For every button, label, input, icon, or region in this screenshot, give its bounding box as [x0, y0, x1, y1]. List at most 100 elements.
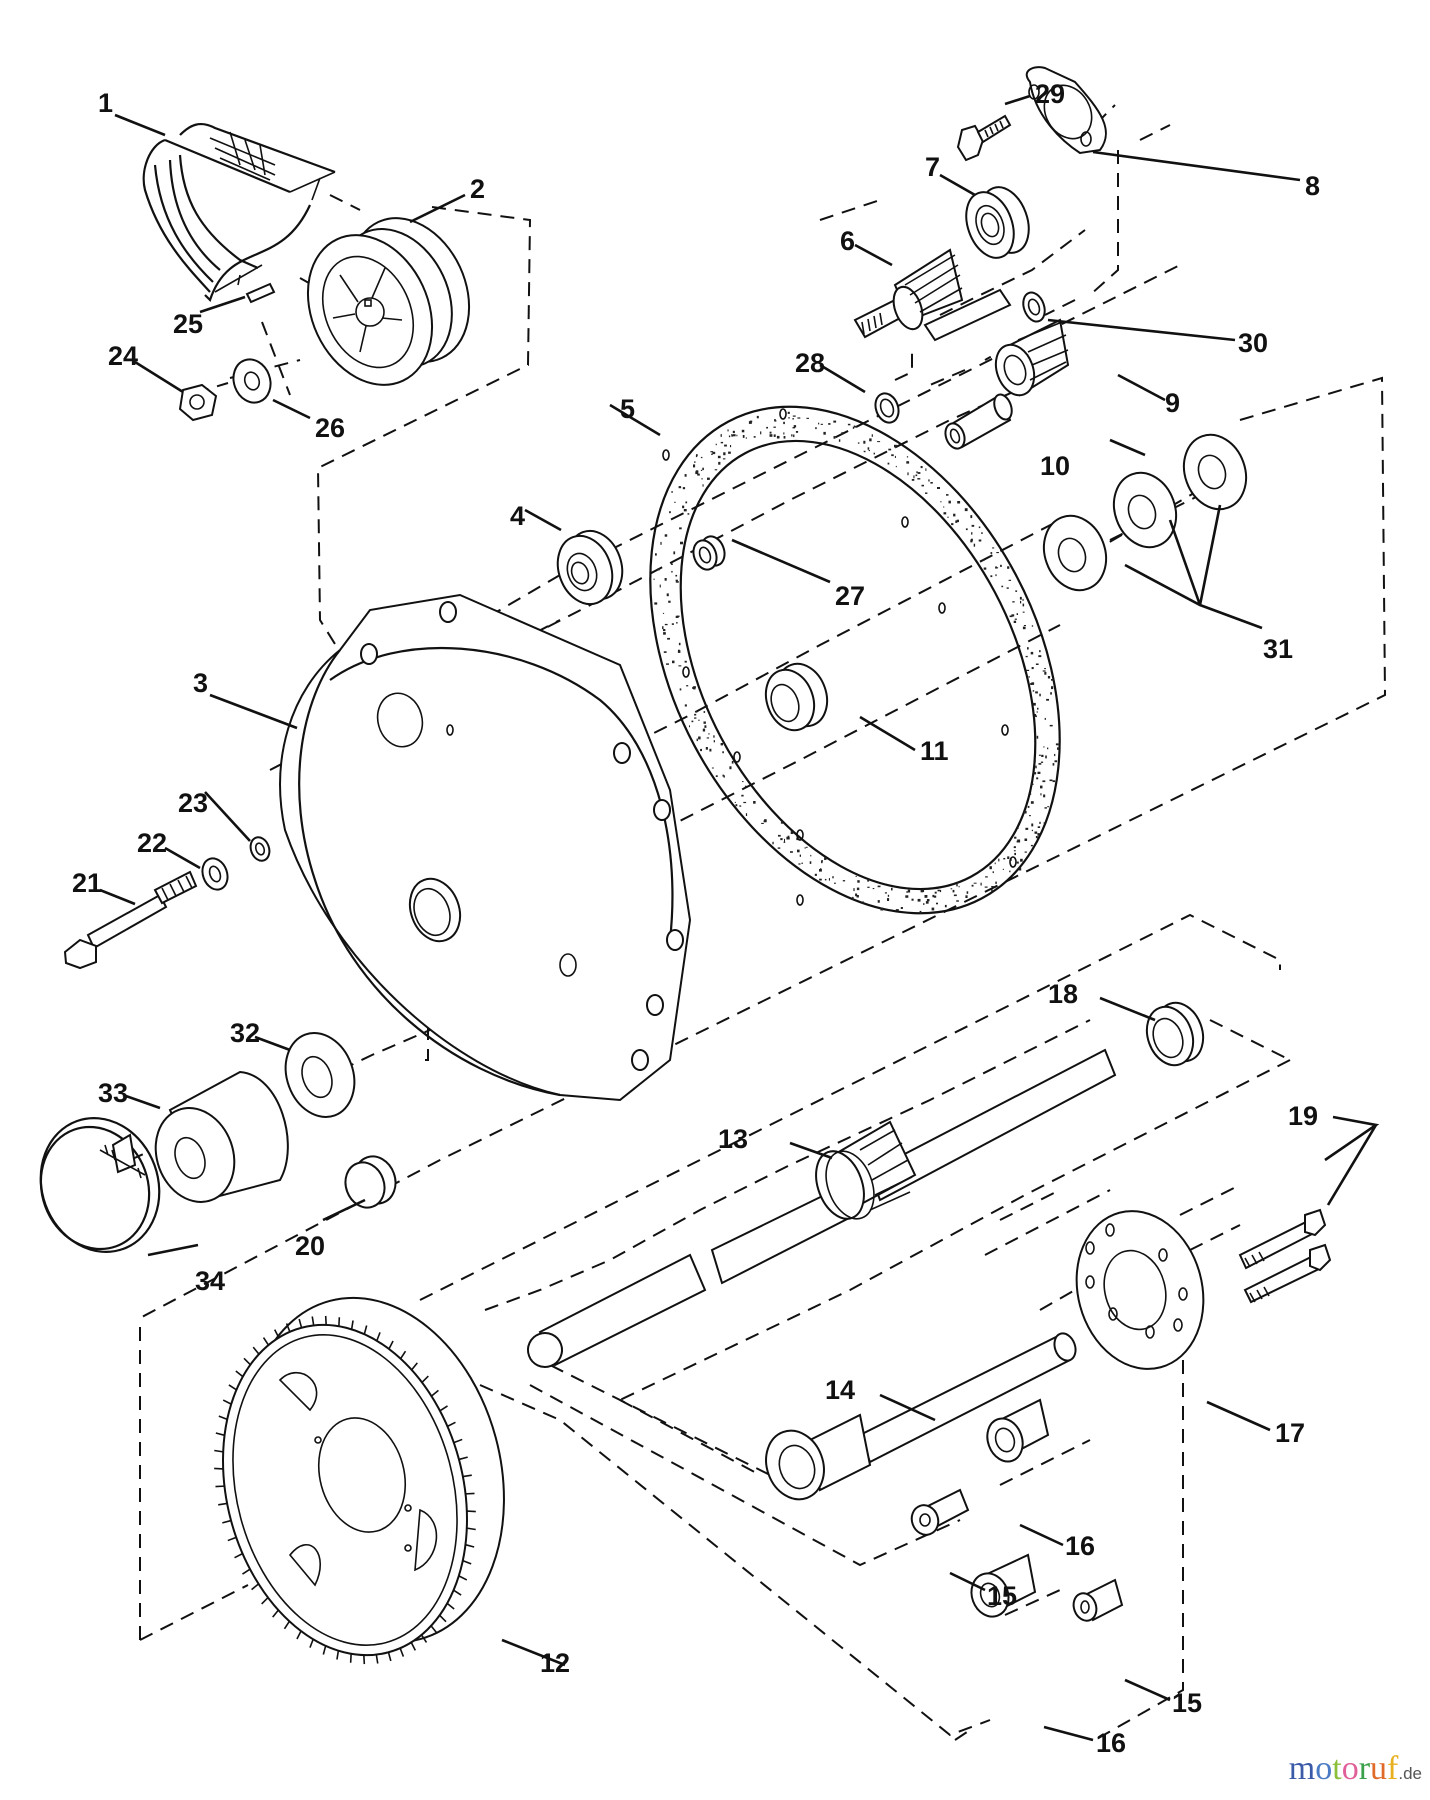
- gasket-speck: [1008, 579, 1012, 581]
- gear-tooth: [399, 1647, 405, 1657]
- gasket-speck: [1027, 805, 1030, 808]
- gear-tooth: [458, 1575, 468, 1581]
- gasket-speck: [953, 513, 956, 517]
- gasket-speck: [1043, 746, 1045, 748]
- gasket-speck: [698, 736, 701, 740]
- gasket-speck: [1051, 686, 1054, 690]
- gasket-speck: [921, 484, 924, 487]
- gasket-speck: [795, 431, 799, 433]
- gasket-speck: [691, 720, 694, 723]
- gasket-speck: [931, 907, 935, 911]
- gasket-speck: [774, 420, 777, 422]
- gasket-speck: [761, 822, 764, 824]
- gear-tooth: [243, 1357, 251, 1366]
- part-16-pinion-gear-lower: [970, 1553, 1037, 1618]
- gasket-speck: [995, 574, 997, 577]
- gasket-speck: [697, 473, 700, 476]
- gasket-speck: [928, 479, 930, 482]
- gasket-speck: [1033, 772, 1037, 775]
- gasket-speck: [926, 899, 930, 902]
- label-30: 30: [1238, 328, 1268, 358]
- gasket-speck: [769, 431, 772, 434]
- gasket-speck: [1030, 793, 1032, 795]
- gasket-speck: [696, 454, 698, 457]
- gasket-speck: [742, 435, 745, 438]
- gasket-speck: [857, 880, 860, 883]
- gasket-speck: [833, 436, 836, 439]
- gasket-speck: [992, 547, 995, 549]
- gasket-speck: [654, 602, 658, 605]
- gasket-speck: [769, 434, 773, 437]
- gasket-speck: [955, 520, 958, 523]
- gasket-speck: [659, 584, 661, 588]
- gasket-speck: [869, 438, 872, 442]
- gasket-speck: [956, 900, 959, 902]
- gasket-speck: [872, 888, 875, 890]
- gear-tooth: [430, 1625, 438, 1634]
- gasket-speck: [989, 866, 992, 870]
- gasket-speck: [943, 506, 945, 508]
- gasket-speck: [741, 794, 744, 797]
- watermark-letter: f: [1387, 1750, 1399, 1787]
- gasket-speck: [805, 846, 808, 848]
- gasket-speck: [821, 861, 823, 864]
- gasket-speck: [985, 876, 988, 878]
- gasket-speck: [715, 775, 718, 777]
- gasket-speck: [1025, 827, 1029, 830]
- gear-tooth: [298, 1318, 303, 1328]
- gasket-speck: [783, 421, 785, 425]
- gasket-speck: [873, 452, 875, 455]
- gasket-speck: [674, 501, 676, 503]
- part-23-seal-washer: [249, 836, 271, 862]
- gasket-speck: [852, 426, 855, 429]
- gasket-speck: [971, 532, 973, 535]
- gasket-speck: [935, 911, 937, 913]
- part-14-countershaft-gear: [765, 1332, 1077, 1501]
- gasket-speck: [1001, 585, 1004, 588]
- gear-tooth: [462, 1559, 472, 1565]
- gasket-speck: [814, 873, 817, 876]
- gasket-speck: [715, 443, 717, 446]
- gasket-speck: [723, 775, 725, 778]
- gasket-speck: [1039, 650, 1041, 653]
- gasket-speck: [695, 471, 699, 475]
- gasket-speck: [712, 451, 716, 455]
- label-21: 21: [72, 868, 102, 898]
- part-28-small-seal: [874, 392, 900, 424]
- gasket-speck: [998, 858, 1000, 862]
- gasket-speck: [906, 461, 910, 464]
- gasket-speck: [888, 448, 892, 451]
- gasket-speck: [773, 434, 776, 437]
- label-7: 7: [925, 152, 940, 182]
- gear-tooth: [214, 1449, 224, 1453]
- gasket-speck: [877, 900, 880, 903]
- label-6: 6: [840, 226, 855, 256]
- gasket-speck: [880, 907, 884, 911]
- gasket-speck: [1044, 668, 1046, 670]
- gasket-speck: [1017, 827, 1019, 829]
- gasket-speck: [957, 501, 961, 504]
- part-10-spacer-sleeve: [944, 393, 1013, 450]
- label-16-upper: 16: [1065, 1531, 1095, 1561]
- label-12: 12: [540, 1648, 570, 1678]
- gear-tooth: [375, 1654, 379, 1664]
- gasket-speck: [815, 427, 817, 430]
- gasket-speck: [732, 435, 734, 437]
- gasket-speck: [823, 431, 826, 435]
- gasket-speck: [692, 686, 694, 689]
- gasket-speck: [895, 465, 897, 468]
- gasket-speck: [1022, 626, 1026, 630]
- gasket-speck: [847, 423, 851, 426]
- label-25: 25: [173, 309, 203, 339]
- gasket-speck: [929, 912, 931, 915]
- gasket-speck: [766, 426, 768, 429]
- gasket-speck: [946, 494, 949, 496]
- gasket-speck: [787, 411, 790, 414]
- gasket-speck: [675, 581, 679, 583]
- gasket-speck: [724, 444, 727, 447]
- gasket-speck: [707, 477, 710, 480]
- part-4-bearing: [556, 529, 624, 606]
- label-32: 32: [230, 1018, 260, 1048]
- gasket-speck: [992, 871, 994, 874]
- part-labels: 1 2 3 4 5 6 7 8 9 10 11 12 13 14 15 15 1…: [72, 79, 1320, 1758]
